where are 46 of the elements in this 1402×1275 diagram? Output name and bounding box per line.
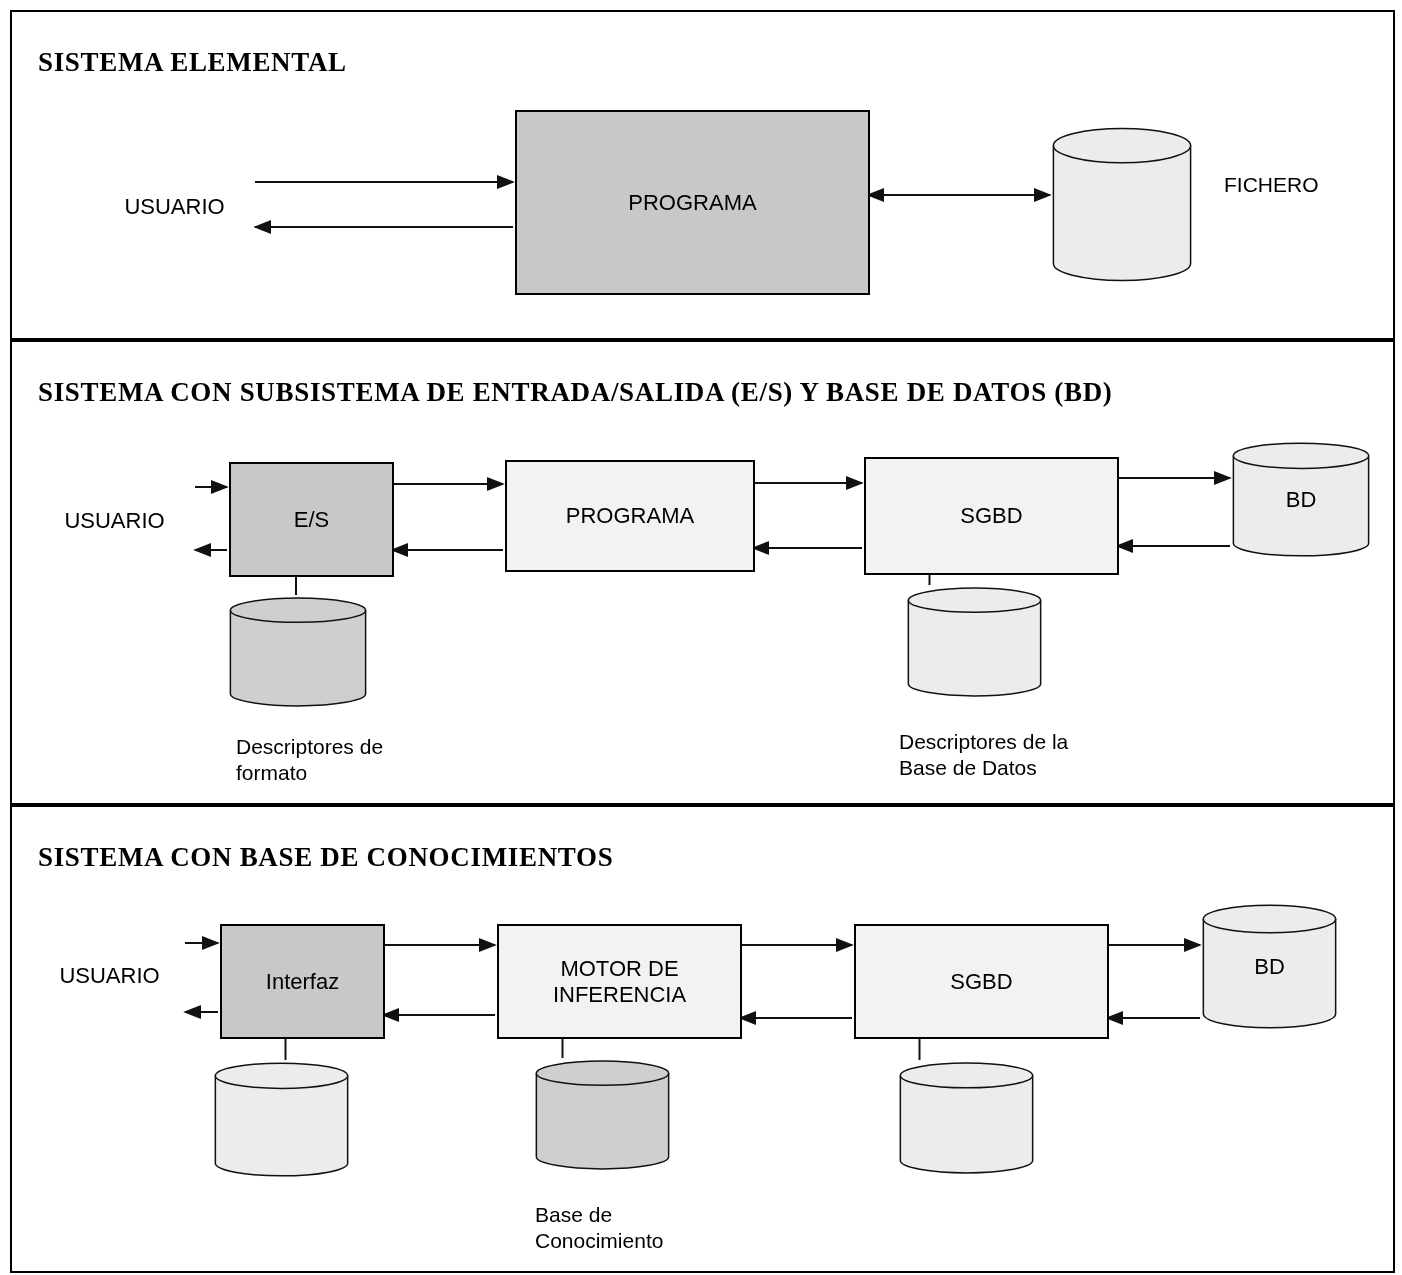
node-label: SGBD bbox=[949, 968, 1014, 995]
node-label: E/S bbox=[292, 506, 331, 533]
arrow bbox=[183, 1004, 219, 1020]
arrow bbox=[739, 937, 854, 953]
process-box bbox=[854, 924, 1109, 1039]
node-label: PROGRAMA bbox=[564, 503, 696, 529]
section-panel bbox=[10, 10, 1395, 340]
node-label: USUARIO bbox=[58, 963, 161, 989]
arrow bbox=[391, 476, 505, 492]
cylinder-caption: FICHERO bbox=[1224, 172, 1320, 198]
cylinder-caption: Descriptores de formato bbox=[236, 734, 385, 786]
connector-line bbox=[284, 1036, 287, 1061]
section-panel bbox=[10, 340, 1395, 805]
arrow bbox=[253, 219, 514, 235]
node-label: BD bbox=[1253, 953, 1286, 980]
connector-line bbox=[928, 572, 931, 586]
section-heading: SISTEMA CON SUBSISTEMA DE ENTRADA/SALIDA (E/S) Y BASE DE DATOS (BD) bbox=[38, 376, 1113, 409]
arrow bbox=[382, 937, 497, 953]
process-box bbox=[220, 924, 385, 1039]
arrow bbox=[1116, 470, 1232, 486]
process-box bbox=[229, 462, 394, 577]
process-box bbox=[515, 110, 870, 295]
node-label: PROGRAMA bbox=[627, 189, 758, 216]
node-label: SGBD bbox=[959, 503, 1024, 529]
section-heading: SISTEMA ELEMENTAL bbox=[38, 46, 347, 79]
arrow bbox=[193, 542, 228, 558]
process-box bbox=[864, 457, 1119, 575]
process-box bbox=[497, 924, 742, 1039]
arrow bbox=[184, 935, 220, 951]
connector-line bbox=[918, 1036, 921, 1061]
arrow bbox=[254, 174, 515, 190]
node-label: USUARIO bbox=[123, 194, 226, 220]
node-label: BD bbox=[1284, 486, 1318, 513]
section-panel bbox=[10, 805, 1395, 1273]
arrow bbox=[194, 479, 229, 495]
section-heading: SISTEMA CON BASE DE CONOCIMIENTOS bbox=[38, 841, 614, 874]
process-box bbox=[505, 460, 755, 572]
connector-line bbox=[561, 1036, 564, 1059]
arrow bbox=[1106, 937, 1202, 953]
node-label: Interfaz bbox=[264, 968, 341, 995]
arrow bbox=[752, 475, 864, 491]
cylinder-caption: Descriptores de la Base de Datos bbox=[899, 729, 1070, 781]
cylinder-caption: Base de Conocimiento bbox=[535, 1202, 665, 1254]
node-label: USUARIO bbox=[63, 508, 166, 534]
node-label: MOTOR DE INFERENCIA bbox=[551, 955, 688, 1008]
connector-line bbox=[295, 574, 297, 596]
